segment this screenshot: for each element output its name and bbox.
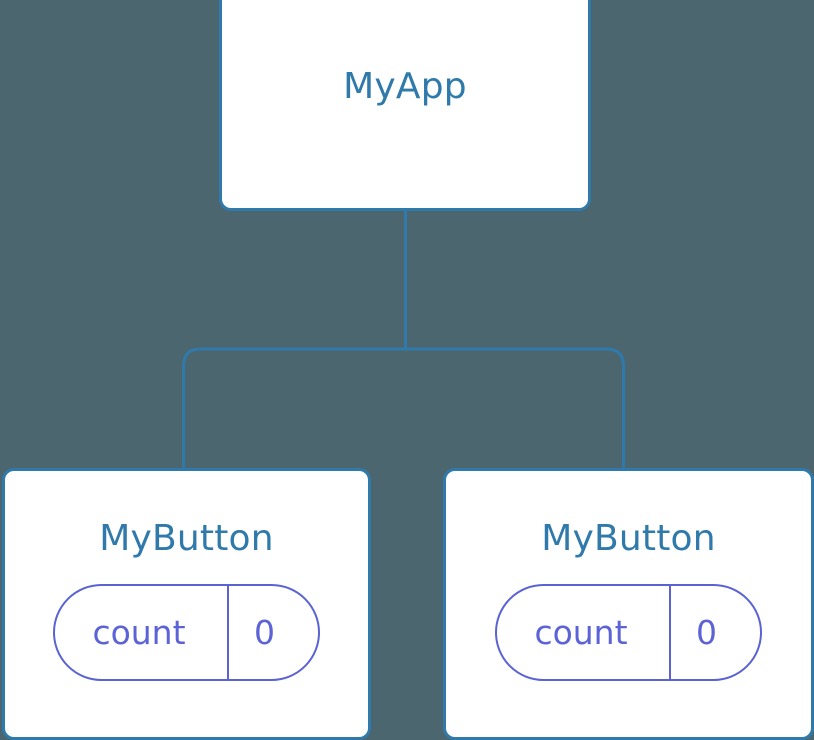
- state-key: count: [497, 586, 671, 679]
- state-pill[interactable]: count 0: [53, 584, 320, 681]
- node-title: MyButton: [541, 518, 716, 559]
- state-pill[interactable]: count 0: [495, 584, 762, 681]
- state-key: count: [55, 586, 229, 679]
- node-title: MyApp: [343, 66, 467, 107]
- connector-children-bus: [182, 347, 625, 470]
- node-mybutton-0[interactable]: MyButton count 0: [2, 468, 371, 740]
- state-value: 0: [696, 613, 717, 652]
- node-title: MyButton: [99, 518, 274, 559]
- state-value: 0: [254, 613, 275, 652]
- node-mybutton-1[interactable]: MyButton count 0: [443, 468, 814, 740]
- node-myapp[interactable]: MyApp: [219, 0, 591, 211]
